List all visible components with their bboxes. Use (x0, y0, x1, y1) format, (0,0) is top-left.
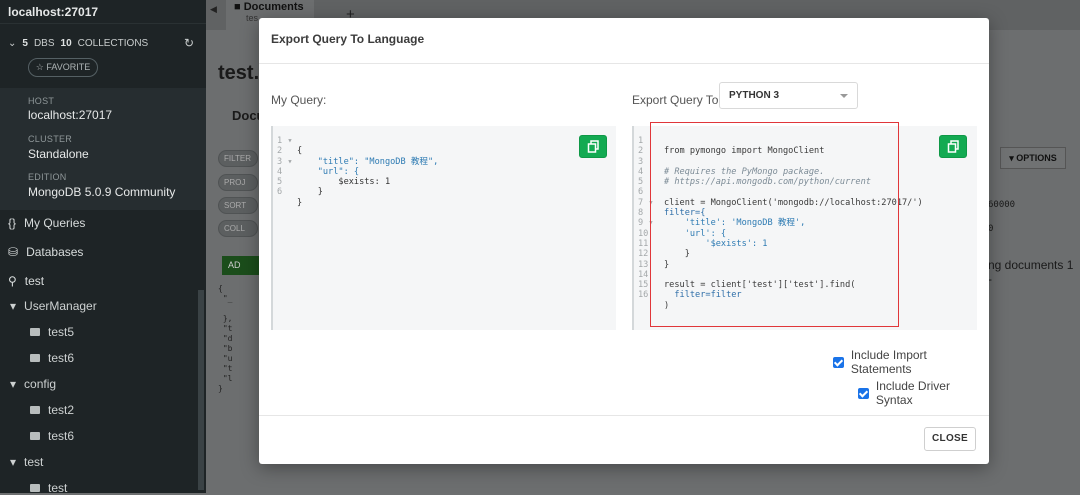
sidebar-search-value: test (25, 274, 44, 288)
tree-coll-label: test2 (48, 403, 74, 417)
copy-query-button[interactable] (579, 135, 607, 158)
caret-down-icon: ▾ (10, 299, 16, 313)
edition-label: EDITION (28, 172, 67, 182)
query-editor-gutter: 1 ▾ 2 3 ▾ 4 5 6 (277, 136, 297, 198)
include-import-label: Include Import Statements (851, 348, 989, 376)
refresh-icon[interactable]: ↻ (184, 36, 194, 50)
tree-coll-test5[interactable]: test5 (30, 325, 74, 339)
database-icon: ⛁ (8, 245, 18, 259)
my-query-label: My Query: (271, 93, 326, 107)
code-line: { (297, 146, 438, 156)
code-line: "url": { (297, 167, 438, 177)
search-icon: ⚲ (8, 274, 17, 288)
copy-export-button[interactable] (939, 135, 967, 158)
tree-db-label: test (24, 455, 43, 469)
sidebar: localhost:27017 ⌄ 5 DBS 10 COLLECTIONS ↻ ☆… (0, 0, 206, 493)
tree-db-usermanager[interactable]: ▾ UserManager (10, 299, 97, 313)
add-data-button[interactable]: AD (222, 256, 262, 275)
favorite-label: FAVORITE (46, 62, 90, 72)
host-label: HOST (28, 96, 54, 106)
export-query-modal: Export Query To Language My Query: Expor… (259, 18, 989, 464)
folder-icon (30, 354, 40, 362)
tab-title: Documents (244, 1, 304, 13)
include-driver-label: Include Driver Syntax (876, 379, 989, 407)
tree-db-config[interactable]: ▾ config (10, 377, 56, 391)
include-import-checkbox[interactable]: Include Import Statements (833, 348, 989, 376)
query-code: { "title": "MongoDB 教程", "url": { $exist… (297, 136, 438, 208)
instance-counts: ⌄ 5 DBS 10 COLLECTIONS (8, 38, 148, 49)
filter-pill[interactable]: FILTER (218, 150, 258, 167)
modal-header: Export Query To Language (259, 18, 989, 64)
modal-footer (259, 415, 989, 464)
cluster-label: CLUSTER (28, 134, 72, 144)
checkbox-checked-icon[interactable] (858, 388, 869, 399)
copy-icon (947, 140, 960, 153)
tree-coll-label: test6 (48, 429, 74, 443)
sort-pill[interactable]: SORT (218, 197, 258, 214)
language-select-value: PYTHON 3 (729, 90, 779, 101)
collections-count: 10 (61, 38, 72, 49)
caret-down-icon (840, 94, 848, 98)
nav-my-queries[interactable]: {} My Queries (8, 216, 85, 230)
folder-icon (30, 432, 40, 440)
caret-down-icon: ▾ (1009, 153, 1014, 163)
braces-icon: {} (8, 216, 16, 230)
include-driver-checkbox[interactable]: Include Driver Syntax (858, 379, 989, 407)
caret-down-icon: ▾ (10, 455, 16, 469)
host-value: localhost:27017 (28, 108, 112, 122)
code-line: } (297, 198, 438, 208)
options-label: OPTIONS (1016, 153, 1057, 163)
tree-coll-test6[interactable]: test6 (30, 351, 74, 365)
tree-coll-label: test5 (48, 325, 74, 339)
chevron-down-icon[interactable]: ⌄ (8, 38, 16, 49)
sidebar-host-title[interactable]: localhost:27017 (0, 0, 206, 24)
collections-label: COLLECTIONS (78, 38, 149, 49)
folder-icon (30, 406, 40, 414)
star-icon: ☆ (36, 62, 44, 72)
collation-pill[interactable]: COLL (218, 220, 258, 237)
code-line: $exists: 1 (297, 177, 438, 187)
query-editor[interactable]: 1 ▾ 2 3 ▾ 4 5 6 { "title": "MongoDB 教程",… (271, 126, 616, 330)
dbs-count: 5 (22, 38, 28, 49)
tree-coll-label: test6 (48, 351, 74, 365)
checkbox-checked-icon[interactable] (833, 357, 844, 368)
export-to-label: Export Query To: (632, 93, 722, 107)
language-select[interactable]: PYTHON 3 (719, 82, 858, 109)
tab-scroll-left-icon[interactable]: ◀ (210, 4, 217, 15)
dbs-label: DBS (34, 38, 55, 49)
nav-databases[interactable]: ⛁ Databases (8, 245, 83, 259)
document-count-label: ng documents 1 - (988, 258, 1080, 286)
tree-coll-test6b[interactable]: test6 (30, 429, 74, 443)
tree-coll-test2[interactable]: test2 (30, 403, 74, 417)
edition-value: MongoDB 5.0.9 Community (28, 185, 175, 199)
modal-title: Export Query To Language (271, 32, 424, 46)
nav-my-queries-label: My Queries (24, 216, 85, 230)
code-line: "title": "MongoDB 教程", (297, 157, 438, 167)
copy-icon (587, 140, 600, 153)
project-pill[interactable]: PROJ (218, 174, 258, 191)
tree-db-label: UserManager (24, 299, 97, 313)
close-button[interactable]: CLOSE (924, 427, 976, 451)
nav-databases-label: Databases (26, 245, 83, 259)
highlight-annotation-box (650, 122, 899, 327)
folder-icon: ■ (234, 1, 241, 13)
caret-down-icon: ▾ (10, 377, 16, 391)
sidebar-scrollbar[interactable] (198, 290, 204, 490)
favorite-button[interactable]: ☆ FAVORITE (28, 58, 98, 77)
folder-icon (30, 328, 40, 336)
options-button[interactable]: ▾ OPTIONS (1000, 147, 1066, 169)
tree-db-test[interactable]: ▾ test (10, 455, 43, 469)
sidebar-search[interactable]: ⚲ test (8, 274, 44, 288)
folder-icon (30, 484, 40, 492)
stat-value: 60000 (988, 200, 1015, 210)
code-line: } (297, 187, 438, 197)
cluster-value: Standalone (28, 147, 89, 161)
tree-db-label: config (24, 377, 56, 391)
